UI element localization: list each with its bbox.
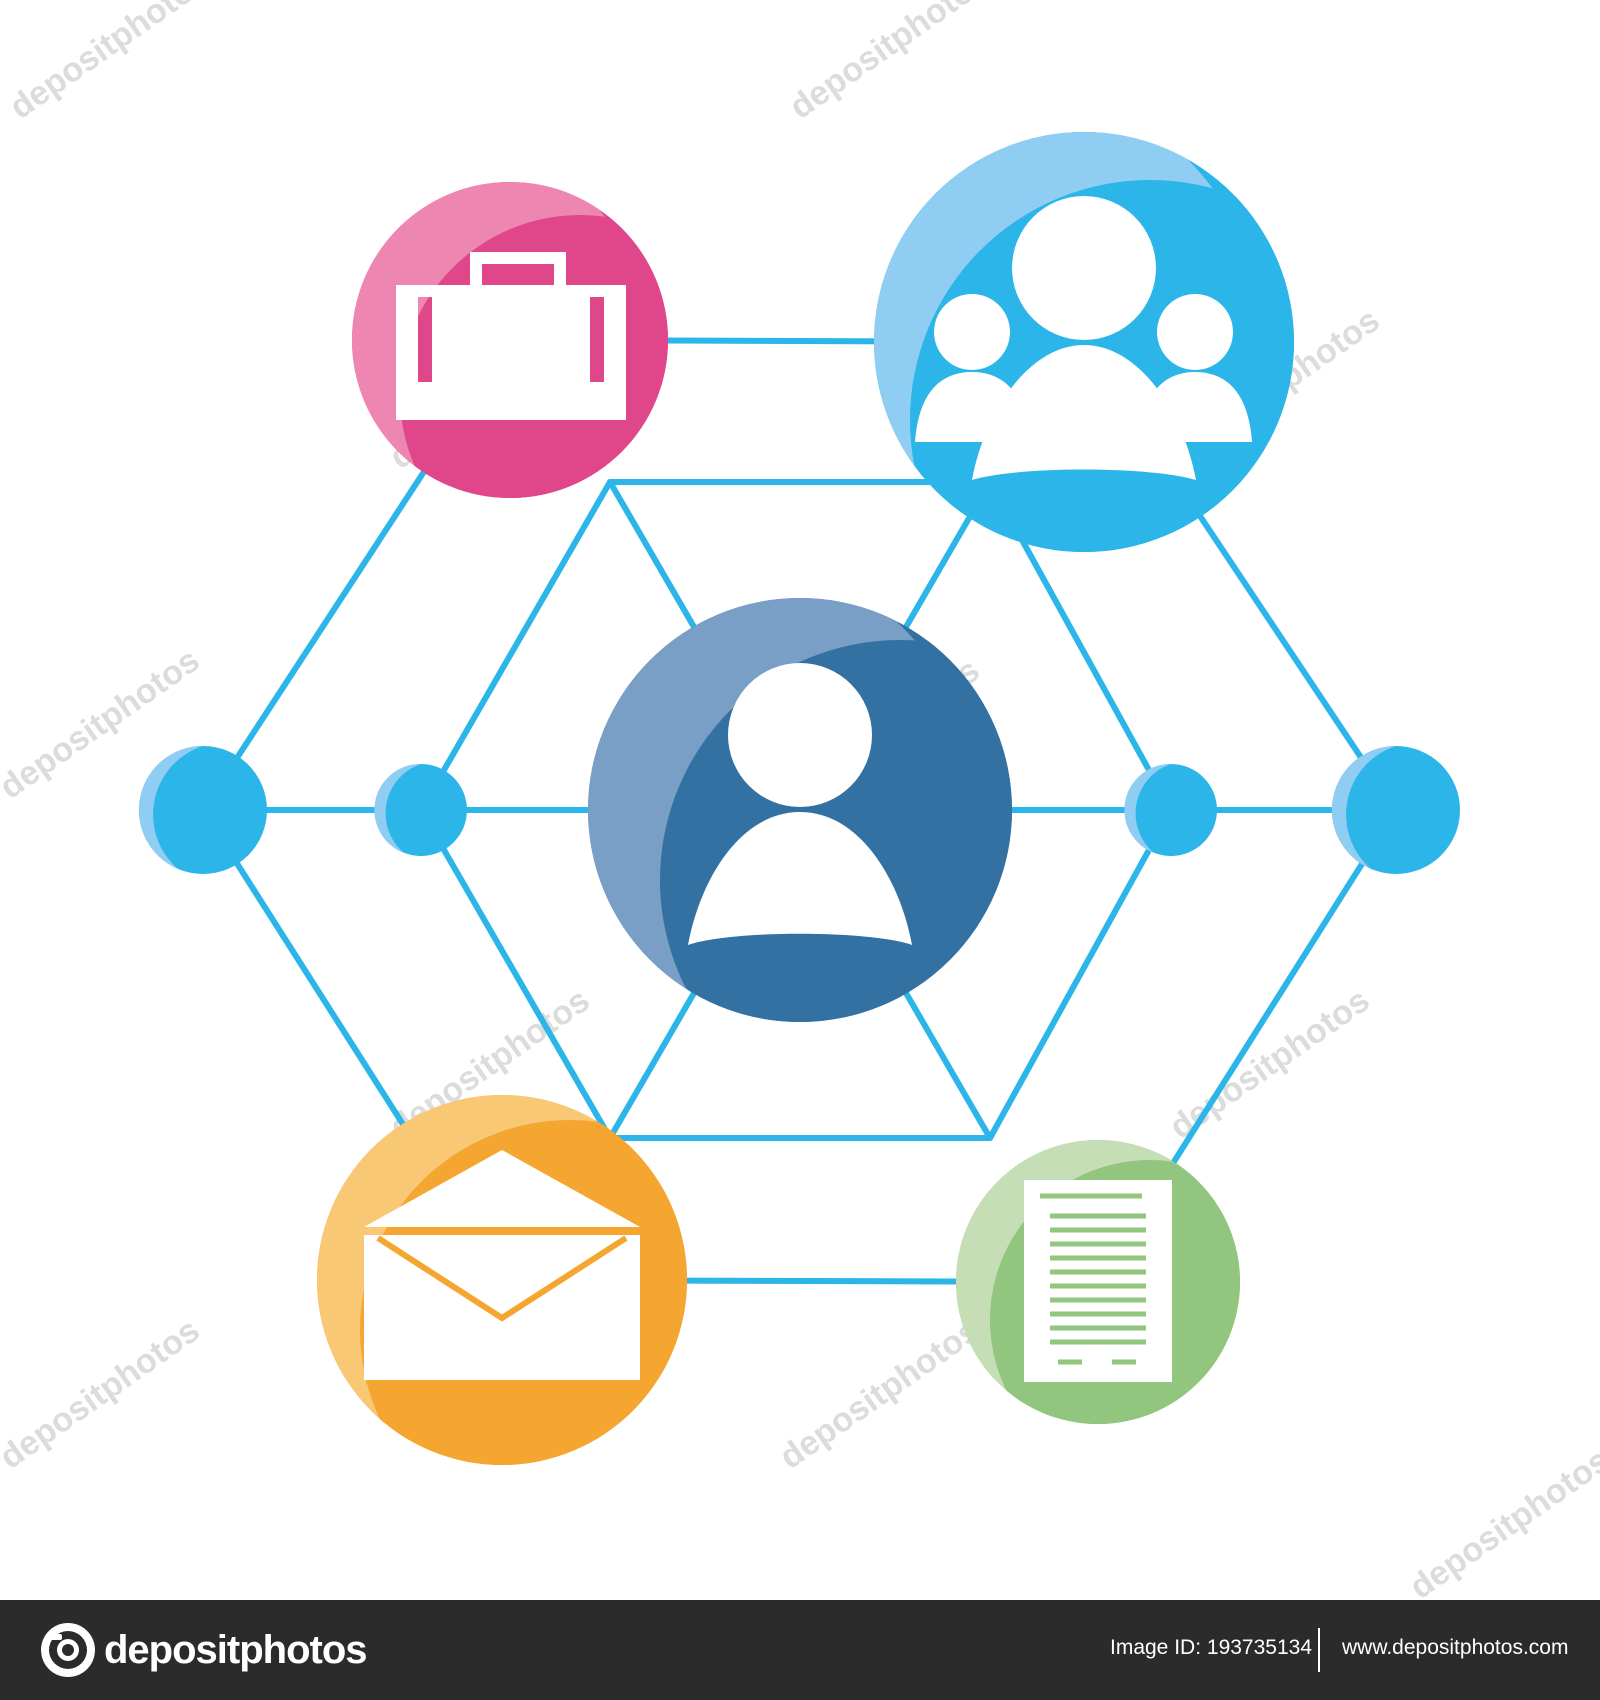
- envelope-badge: [317, 1095, 687, 1465]
- brand-name: depositphotos: [104, 1627, 368, 1672]
- watermark-text: depositphotos: [0, 1311, 206, 1476]
- image-id: Image ID: 193735134: [1110, 1636, 1312, 1660]
- document-badge: [956, 1140, 1240, 1424]
- node-inner-left: [374, 763, 467, 856]
- watermark-text: depositphotos: [773, 1311, 987, 1476]
- group-icon: [915, 196, 1252, 480]
- footer-bar: depositphotos Image ID: 193735134 www.de…: [0, 1600, 1600, 1700]
- footer-divider: [1318, 1628, 1320, 1672]
- person-icon: [688, 663, 912, 945]
- image-id-label: Image ID:: [1110, 1636, 1202, 1659]
- briefcase-badge: [352, 182, 668, 498]
- watermark-text: depositphotos: [3, 0, 217, 127]
- network-illustration: depositphotos depositphotos depositphoto…: [0, 0, 1600, 1600]
- brand[interactable]: depositphotos: [40, 1620, 368, 1680]
- envelope-icon: [364, 1150, 640, 1380]
- node-outer-left: [138, 745, 267, 874]
- image-id-value: 193735134: [1206, 1636, 1313, 1659]
- site-url-link[interactable]: www.depositphotos.com: [1342, 1636, 1569, 1659]
- node-outer-right: [1331, 745, 1460, 874]
- node-inner-right: [1124, 763, 1217, 856]
- briefcase-icon: [396, 252, 626, 420]
- watermark-text: depositphotos: [1403, 1441, 1600, 1600]
- camera-logo-icon: [41, 1623, 95, 1677]
- watermark-text: depositphotos: [783, 0, 997, 127]
- document-icon: [1024, 1180, 1172, 1382]
